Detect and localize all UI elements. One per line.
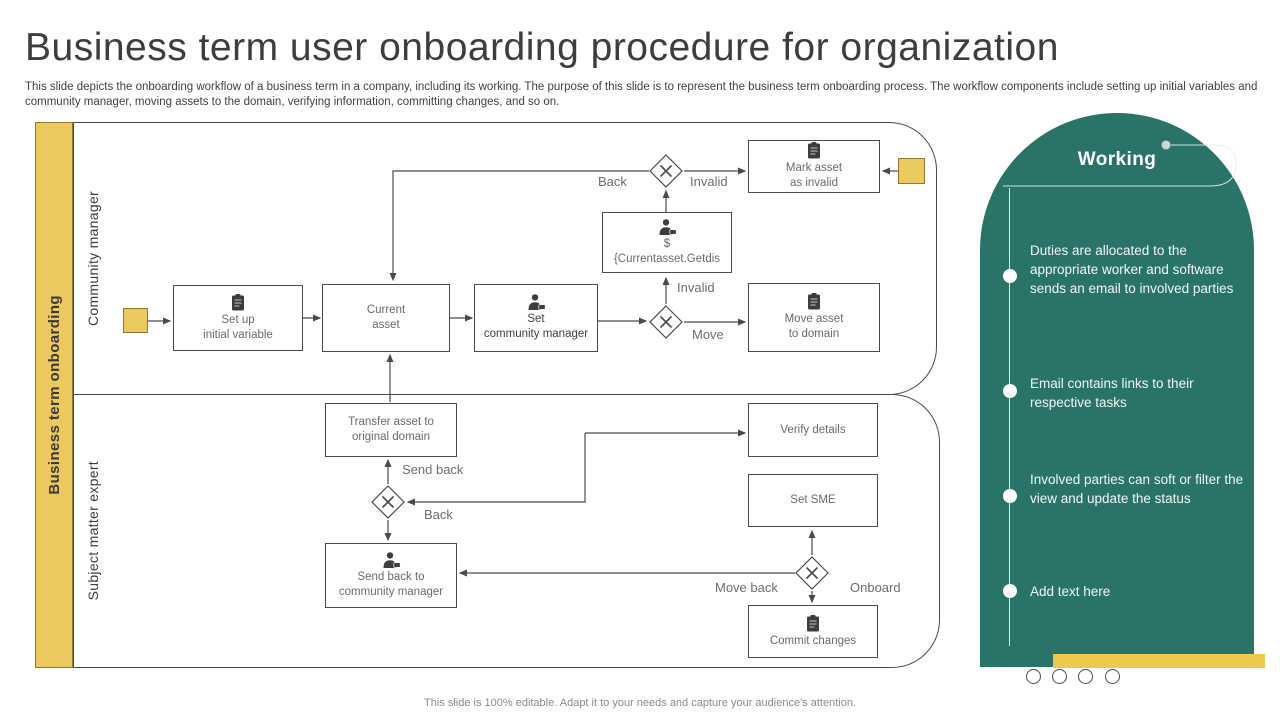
- task-currentasset-getdis: $ {Currentasset.Getdis: [602, 212, 732, 273]
- task-send-back-to-community-manager: Send back to community manager: [325, 543, 457, 608]
- working-panel-decoration: [1003, 140, 1237, 187]
- working-panel-heading: Working: [1077, 149, 1157, 170]
- task-label: community manager: [483, 328, 589, 340]
- pagination-circle: [1052, 669, 1067, 684]
- clipboard-icon: [807, 614, 819, 631]
- task-transfer-asset-to-original-domain: Transfer asset to original domain: [325, 403, 457, 457]
- task-label: Move asset: [784, 313, 844, 325]
- task-label: initial variable: [203, 328, 273, 341]
- task-commit-changes: Commit changes: [748, 605, 878, 658]
- working-panel: [980, 113, 1254, 667]
- working-bullet-3: Involved parties can soft or filter the …: [1030, 472, 1244, 506]
- pool-title: Business term onboarding: [45, 295, 63, 495]
- pool-header: Business term onboarding: [35, 122, 73, 668]
- edge-label-onboard: Onboard: [850, 580, 901, 595]
- person-icon: [528, 294, 546, 310]
- edge-label-send-back: Send back: [402, 462, 464, 477]
- person-icon: [383, 551, 401, 568]
- clipboard-icon: [232, 293, 244, 310]
- task-label: Transfer asset to: [348, 416, 434, 428]
- task-label: to domain: [788, 328, 840, 340]
- task-label: Send back to: [357, 570, 425, 583]
- task-label: Set up: [221, 313, 255, 326]
- task-label: Set SME: [790, 494, 836, 506]
- person-icon: [659, 218, 677, 235]
- pagination-circle: [1105, 669, 1120, 684]
- accent-bar: [1053, 654, 1265, 668]
- task-label: Current: [366, 304, 406, 316]
- footer-note: This slide is 100% editable. Adapt it to…: [424, 697, 856, 709]
- working-bullet-4: Add text here: [1030, 584, 1111, 599]
- task-current-asset: Current asset: [322, 284, 450, 352]
- task-label: Verify details: [780, 423, 846, 436]
- start-event-square: [123, 308, 148, 333]
- decoration-dot: [1161, 140, 1171, 150]
- task-verify-details: Verify details: [748, 403, 878, 457]
- edge-label-back: Back: [598, 174, 627, 189]
- task-mark-asset-as-invalid: Mark asset as invalid: [748, 140, 880, 193]
- end-event-square: [898, 158, 925, 184]
- lane-subject-matter-expert: [73, 394, 940, 668]
- task-label: community manager: [338, 585, 444, 598]
- bullet-dot: [1003, 584, 1017, 598]
- exclusive-gateway-onboard: [795, 556, 829, 590]
- task-label: as invalid: [790, 177, 838, 189]
- edge-label-invalid: Invalid: [690, 174, 728, 189]
- exclusive-gateway-send-back: [371, 485, 405, 519]
- task-label: original domain: [352, 431, 430, 443]
- exclusive-gateway-move-invalid: [649, 305, 683, 339]
- task-label: {Currentasset.Getdis: [613, 252, 721, 265]
- pagination-circle: [1078, 669, 1093, 684]
- bullet-dot: [1003, 384, 1017, 398]
- working-bullet-1: Duties are allocated to the appropriate …: [1030, 243, 1234, 296]
- task-set-up-initial-variable: Set up initial variable: [173, 285, 303, 351]
- edge-label-move: Move: [692, 327, 724, 342]
- lane-label-text: Community manager: [85, 191, 101, 327]
- lane-label-subject-matter-expert: Subject matter expert: [78, 400, 108, 662]
- task-label: asset: [372, 319, 400, 331]
- edge-label-invalid: Invalid: [677, 280, 715, 295]
- clipboard-icon: [808, 293, 820, 310]
- task-label: Commit changes: [769, 634, 857, 647]
- task-set-community-manager: Set community manager: [474, 284, 598, 352]
- exclusive-gateway-invalid-back: [649, 154, 683, 188]
- working-panel-line: [1009, 188, 1010, 646]
- task-label: Mark asset: [785, 162, 843, 174]
- lane-label-community-manager: Community manager: [78, 130, 108, 388]
- edge-label-back: Back: [424, 507, 453, 522]
- task-label: $: [663, 237, 671, 250]
- slide-description: This slide depicts the onboarding workfl…: [25, 81, 1258, 108]
- pagination-circle: [1026, 669, 1041, 684]
- task-move-asset-to-domain: Move asset to domain: [748, 283, 880, 352]
- task-label: Set: [527, 313, 545, 325]
- task-set-sme: Set SME: [748, 474, 878, 527]
- edge-label-move-back: Move back: [715, 580, 778, 595]
- clipboard-icon: [808, 142, 820, 159]
- lane-label-text: Subject matter expert: [85, 461, 101, 601]
- bullet-dot: [1003, 489, 1017, 503]
- working-bullet-2: Email contains links to their respective…: [1030, 376, 1194, 410]
- bullet-dot: [1003, 269, 1017, 283]
- page-title: Business term user onboarding procedure …: [25, 26, 1059, 69]
